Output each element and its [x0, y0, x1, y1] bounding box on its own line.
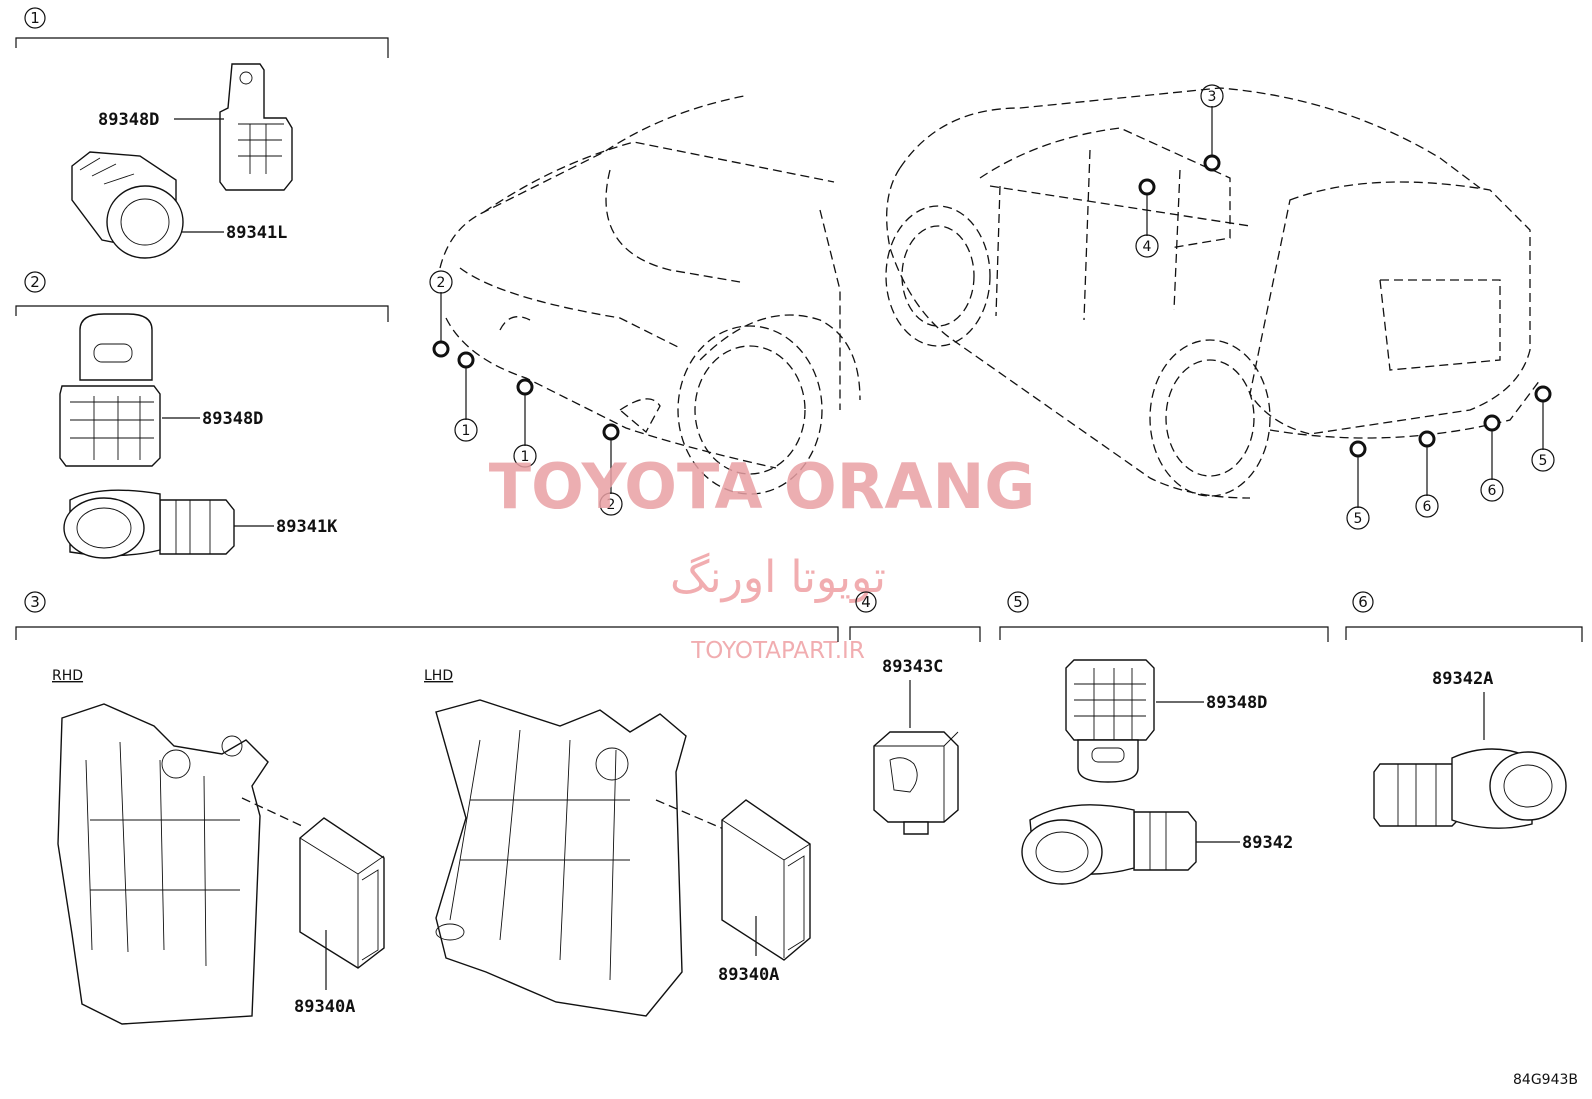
- front-callout: 2: [437, 275, 446, 291]
- section-6-number: 6: [1358, 593, 1368, 611]
- sensor-89341k-drawing: [63, 489, 235, 559]
- watermark-url: TOYOTAPART.IR: [690, 638, 865, 664]
- section-5: 5 89348D 89342: [999, 591, 1329, 885]
- part-number-89341k: 89341K: [276, 517, 338, 537]
- front-sensor-markers: 2 1 1 2: [429, 270, 623, 516]
- section-5-number: 5: [1013, 593, 1023, 611]
- bracket-89348d-s2-drawing: [59, 313, 161, 467]
- rear-callout: 5: [1539, 453, 1548, 469]
- front-sensor-dot: [432, 340, 450, 358]
- sensor-89343c-drawing: [873, 731, 959, 835]
- part-number-89348d-s2: 89348D: [202, 409, 263, 429]
- rhd-bracket-drawing: [57, 703, 269, 1025]
- section-1: 1 89348D 89341L: [15, 7, 389, 259]
- watermark-title: TOYOTA ORANG: [489, 450, 1035, 523]
- lhd-bracket-drawing: [435, 699, 687, 1017]
- sensor-89342a-drawing: [1373, 748, 1567, 829]
- section-4-number: 4: [861, 593, 871, 611]
- sensor-89342-drawing: [1021, 804, 1197, 885]
- diagram-code: 84G943B: [1513, 1072, 1578, 1088]
- front-sensor-dot: [457, 351, 475, 369]
- front-sensor-dot: [516, 378, 534, 396]
- rear-sensor-dot: [1418, 430, 1436, 448]
- part-number-89341l: 89341L: [226, 223, 287, 243]
- section-2-number: 2: [30, 273, 40, 291]
- lhd-control-module-89340a: [721, 799, 811, 961]
- part-number-89348d-s5: 89348D: [1206, 693, 1267, 713]
- rear-sensor-dot: [1483, 414, 1501, 432]
- rear-callout: 5: [1354, 511, 1363, 527]
- label-lhd: LHD: [424, 668, 453, 684]
- part-number-89340a-lhd: 89340A: [718, 965, 779, 985]
- rear-callout: 6: [1488, 483, 1497, 499]
- sensor-89341l-drawing: [71, 151, 184, 259]
- rhd-control-module-89340a: [299, 817, 385, 969]
- part-number-89348d-s1: 89348D: [98, 110, 159, 130]
- watermark: TOYOTA ORANG تویوتا اورنگ TOYOTAPART.IR: [489, 450, 1035, 664]
- rear-sensor-dot: [1534, 385, 1552, 403]
- part-number-89343c: 89343C: [882, 657, 943, 677]
- rear-sensor-dot: [1203, 154, 1221, 172]
- rear-callout: 4: [1143, 239, 1152, 255]
- rear-sensor-dot: [1349, 440, 1367, 458]
- part-number-89342: 89342: [1242, 833, 1293, 853]
- rear-sensor-markers: 3 4 5 6 6 5: [1135, 84, 1555, 530]
- part-number-89342a: 89342A: [1432, 669, 1493, 689]
- section-4: 4 89343C: [849, 591, 981, 835]
- section-6: 6 89342A: [1345, 591, 1583, 829]
- rear-callout: 3: [1208, 89, 1217, 105]
- front-callout: 2: [607, 497, 616, 513]
- watermark-persian: تویوتا اورنگ: [670, 552, 886, 603]
- bracket-89348d-drawing: [219, 63, 293, 191]
- section-1-number: 1: [30, 9, 40, 27]
- bracket-89348d-s5-drawing: [1065, 659, 1155, 783]
- rear-vehicle-drawing: [885, 87, 1541, 499]
- section-3: 3 RHD LHD 89340A 89: [15, 591, 839, 1025]
- front-sensor-dot: [602, 423, 620, 441]
- part-number-89340a-rhd: 89340A: [294, 997, 355, 1017]
- section-2: 2 89348D 89341K: [15, 271, 389, 559]
- rear-callout: 6: [1423, 499, 1432, 515]
- section-3-number: 3: [30, 593, 40, 611]
- front-callout: 1: [462, 423, 471, 439]
- front-callout: 1: [521, 449, 530, 465]
- front-vehicle-drawing: [439, 95, 861, 495]
- rear-sensor-dot: [1138, 178, 1156, 196]
- label-rhd: RHD: [52, 668, 83, 684]
